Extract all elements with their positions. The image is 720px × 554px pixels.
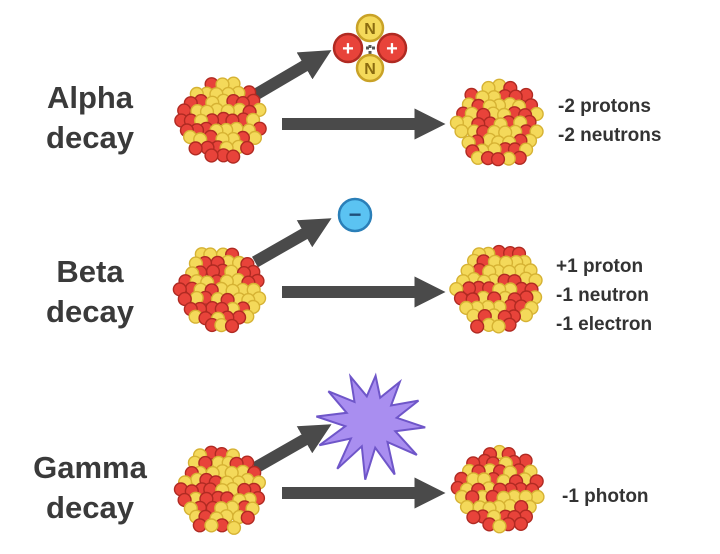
alpha-parent-nucleus [174,76,267,164]
gamma-title-line1: Gamma [33,450,147,485]
neutron [454,124,469,139]
gamma-title-line2: decay [46,490,134,525]
alpha-change-protons: -2 protons [558,96,651,117]
proton [226,149,241,164]
alpha-title-line1: Alpha [46,80,134,115]
gamma-daughter-nucleus [450,444,545,534]
alpha-proton-right-sign: + [386,38,398,60]
gamma-photon-burst [316,372,426,480]
beta-change-electron: -1 electron [556,314,653,335]
alpha-neutron-top: N [355,13,385,43]
beta-parent-nucleus [172,247,267,334]
beta-title-line2: decay [46,294,134,329]
neutron [204,518,219,533]
proton [192,518,207,533]
gamma-change-photon: -1 photon [562,486,649,507]
proton [240,140,255,156]
alpha-proton-right: + [376,32,408,64]
neutron [518,308,534,323]
alpha-title-line2: decay [46,120,134,155]
neutron [492,519,507,534]
alpha-neutron-bottom: N [355,53,385,83]
proton [224,318,240,334]
beta-electron-sign: − [349,202,362,227]
beta-title-line1: Beta [56,254,124,289]
proton [204,148,219,163]
proton [188,141,203,156]
alpha-proton-left-sign: + [342,38,354,60]
beta-daughter-nucleus [449,244,543,334]
proton [470,319,485,334]
neutron [491,319,506,334]
row-label-beta: Beta decay [15,252,165,332]
proton [490,152,506,167]
row-label-gamma: Gamma decay [15,448,165,528]
proton [240,510,255,525]
proton [513,516,529,532]
row-label-alpha: Alpha decay [15,78,165,158]
alpha-proton-left: + [332,32,364,64]
alpha-changes: -2 protons -2 neutrons [558,92,661,150]
alpha-neutron-top-label: N [364,21,376,38]
proton [466,509,481,525]
beta-change-neutron: -1 neutron [556,285,649,306]
alpha-emission-arrow [251,50,332,101]
beta-electron: − [337,197,373,233]
beta-emission-arrow [252,218,332,268]
alpha-neutron-bottom-label: N [364,61,376,78]
gamma-emission-arrow [252,424,332,474]
alpha-daughter-nucleus [449,78,544,167]
alpha-change-neutrons: -2 neutrons [558,125,662,146]
neutron [226,520,242,535]
beta-changes: +1 proton -1 neutron -1 electron [556,252,652,339]
alpha-particle: N N + + [332,13,408,83]
beta-change-proton: +1 proton [556,256,644,277]
gamma-changes: -1 photon [562,482,649,511]
arrows [251,50,446,509]
gamma-parent-nucleus [173,445,267,535]
